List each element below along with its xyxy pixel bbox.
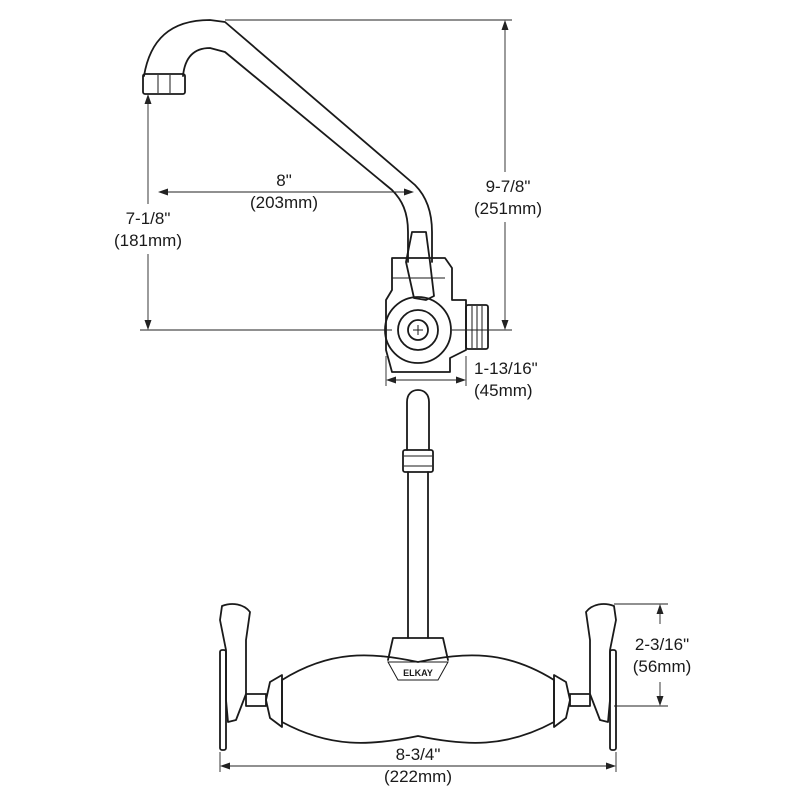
spout-reach-imperial: 8" — [276, 171, 292, 190]
overall-width-metric: (222mm) — [384, 767, 452, 786]
left-lever-handle — [219, 603, 251, 723]
body-depth-metric: (45mm) — [474, 381, 533, 400]
dim-body-depth: 1-13/16" (45mm) — [385, 356, 538, 400]
side-knob-inner — [397, 309, 439, 351]
spout-inner — [182, 47, 409, 263]
aerator — [142, 73, 186, 95]
dim-spout-height: 9-7/8" (251mm) — [225, 19, 542, 331]
outlet-height-imperial: 7-1/8" — [126, 209, 171, 228]
right-stem — [569, 693, 591, 707]
brand-label: ELKAY — [403, 668, 433, 678]
dim-outlet-height: 7-1/8" (181mm) — [114, 94, 392, 331]
outlet-height-metric: (181mm) — [114, 231, 182, 250]
right-bonnet — [553, 674, 571, 728]
plus-icon — [413, 325, 423, 335]
side-knob-cap — [407, 319, 429, 341]
spout-outer — [143, 19, 433, 263]
overall-width-imperial: 8-3/4" — [396, 745, 441, 764]
dim-spout-reach: 8" (203mm) — [158, 171, 414, 212]
spout-reach-metric: (203mm) — [250, 193, 318, 212]
right-lever-handle — [585, 603, 617, 723]
valve-body — [385, 257, 467, 373]
body-depth-imperial: 1-13/16" — [474, 359, 538, 378]
dim-handle-height: 2-3/16" (56mm) — [614, 603, 692, 707]
spout-height-imperial: 9-7/8" — [486, 177, 531, 196]
front-spout-base — [387, 637, 449, 661]
dim-overall-width: 8-3/4" (222mm) — [219, 745, 617, 786]
handle-height-imperial: 2-3/16" — [635, 635, 689, 654]
front-view: ELKAY — [219, 389, 617, 751]
spout-lever — [405, 231, 435, 301]
handle-height-metric: (56mm) — [633, 657, 692, 676]
front-spout-top — [406, 389, 430, 451]
left-bonnet — [265, 674, 283, 728]
front-spout-collar — [402, 449, 434, 473]
brand-badge — [387, 661, 449, 681]
left-stem — [245, 693, 267, 707]
spout-height-metric: (251mm) — [474, 199, 542, 218]
threaded-connector — [465, 304, 489, 350]
